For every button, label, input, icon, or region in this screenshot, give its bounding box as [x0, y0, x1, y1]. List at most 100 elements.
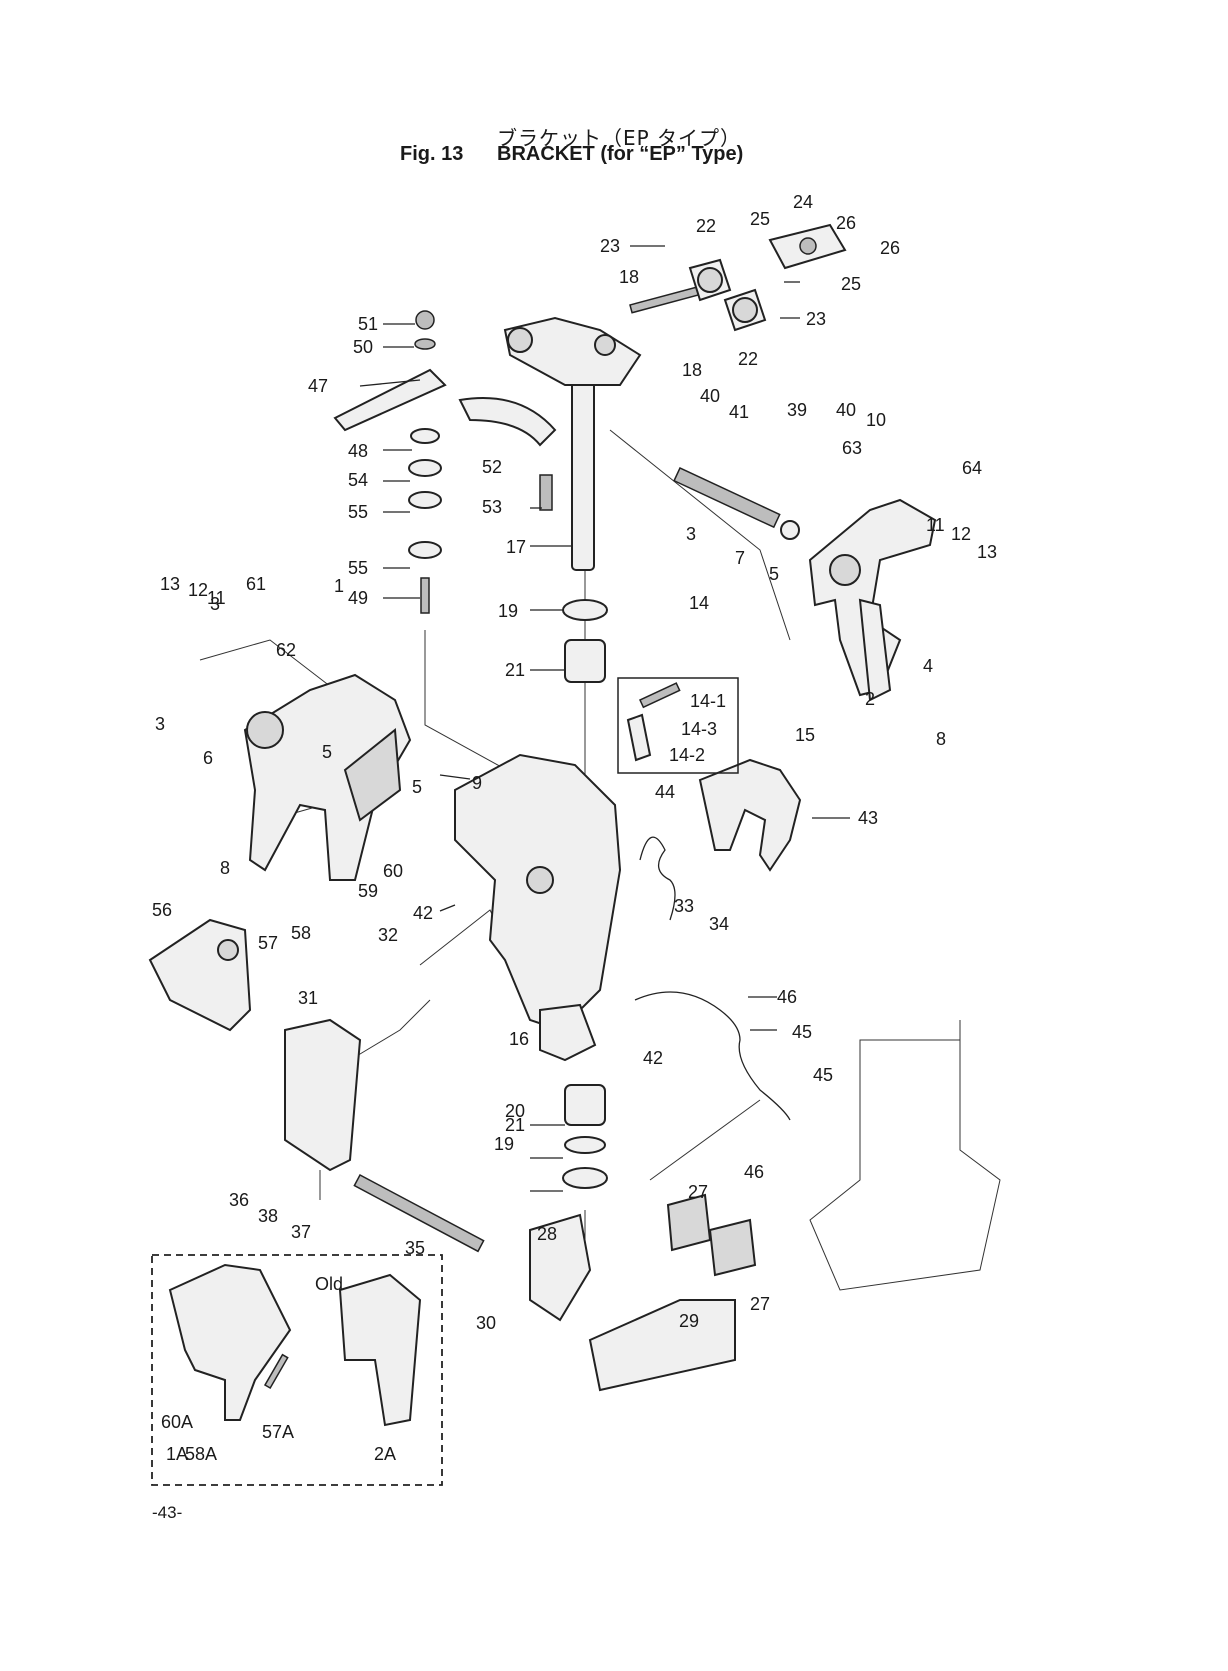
- figure-number: Fig. 13: [400, 143, 464, 165]
- callout: 26: [880, 238, 900, 258]
- clamp-bracket-right: [808, 498, 937, 702]
- stopper-parts-box: [617, 677, 739, 774]
- callout: 35: [405, 1238, 425, 1258]
- callout: 57A: [262, 1422, 294, 1442]
- callout: 18: [619, 267, 639, 287]
- callout: 60A: [161, 1412, 193, 1432]
- callout: 22: [738, 349, 758, 369]
- title-japanese: ブラケット（EP タイプ）: [497, 126, 742, 150]
- callout: 3: [210, 594, 220, 614]
- callout: 13: [977, 542, 997, 562]
- callout: 29: [679, 1311, 699, 1331]
- leader-lines: [359, 245, 850, 1192]
- callout: 14-2: [669, 745, 705, 765]
- swivel-clamp-parts: [688, 223, 847, 332]
- callout: 37: [291, 1222, 311, 1242]
- callout: 25: [841, 274, 861, 294]
- callout: 40: [836, 400, 856, 420]
- callout: 9: [472, 773, 482, 793]
- callout: 46: [744, 1162, 764, 1182]
- callout: 1A: [166, 1444, 188, 1464]
- callout: 3: [155, 714, 165, 734]
- callout: 53: [482, 497, 502, 517]
- steering-shaft: [503, 283, 711, 571]
- tilt-shaft: [673, 467, 800, 540]
- callout: 10: [866, 410, 886, 430]
- callout: 36: [229, 1190, 249, 1210]
- callout: 45: [792, 1022, 812, 1042]
- callout: 14-3: [681, 719, 717, 739]
- callout: 55: [348, 502, 368, 522]
- swivel-bracket: [454, 753, 622, 1062]
- callout: 21: [505, 660, 525, 680]
- callout: 23: [600, 236, 620, 256]
- callout: 20: [505, 1101, 525, 1121]
- callout: 62: [276, 640, 296, 660]
- callout: 32: [378, 925, 398, 945]
- page-number: -43-: [152, 1503, 183, 1522]
- callout: 17: [506, 537, 526, 557]
- ground-cable: [634, 991, 791, 1121]
- anode-parts: [529, 1193, 757, 1392]
- callout: 42: [413, 903, 433, 923]
- callout: 2A: [374, 1444, 396, 1464]
- callout: 57: [258, 933, 278, 953]
- callout: 60: [383, 861, 403, 881]
- callout: 47: [308, 376, 328, 396]
- lower-unit-outline: [809, 1020, 1001, 1291]
- callout: 38: [258, 1206, 278, 1226]
- callout: 40: [700, 386, 720, 406]
- callout: 63: [842, 438, 862, 458]
- callout: 55: [348, 558, 368, 578]
- old-parts: [168, 1263, 422, 1427]
- callout: 22: [696, 216, 716, 236]
- callout: 3: [686, 524, 696, 544]
- callout: 8: [936, 729, 946, 749]
- callout: 33: [674, 896, 694, 916]
- tilt-rod: [353, 1173, 485, 1253]
- callout: 5: [412, 777, 422, 797]
- callout: 12: [951, 524, 971, 544]
- callout: 14-1: [690, 691, 726, 711]
- callout: 39: [787, 400, 807, 420]
- tilt-lever-body: [284, 1018, 362, 1172]
- callout: 11: [207, 588, 226, 608]
- callout: 27: [688, 1182, 708, 1202]
- callout: 18: [682, 360, 702, 380]
- callout: 56: [152, 900, 172, 920]
- callout: 24: [793, 192, 813, 212]
- callout: 31: [298, 988, 318, 1008]
- old-parts-box: [151, 1254, 443, 1486]
- callout: 46: [777, 987, 797, 1007]
- callout: 23: [806, 309, 826, 329]
- callout: 1: [334, 576, 344, 596]
- callout: 58: [291, 923, 311, 943]
- stopper-parts: [626, 682, 681, 762]
- figure-title: BRACKET (for “EP” Type): [497, 143, 744, 165]
- tilt-handle: [148, 918, 252, 1032]
- callout: 27: [750, 1294, 770, 1314]
- callout: 11: [926, 515, 945, 535]
- callout: 2: [865, 689, 875, 709]
- callout: 52: [482, 457, 502, 477]
- callout: 58A: [185, 1444, 217, 1464]
- callout-labels: 1 1A 2 2A 3 3 3 4 5 5 5 6 7 8 8 9 10 11 …: [152, 192, 997, 1464]
- callout: 25: [750, 209, 770, 229]
- callout: 8: [220, 858, 230, 878]
- callout: 54: [348, 470, 368, 490]
- callout: 43: [858, 808, 878, 828]
- callout: 49: [348, 588, 368, 608]
- callout: 19: [494, 1134, 514, 1154]
- callout: 26: [836, 213, 856, 233]
- friction-plate-stack: [333, 310, 557, 614]
- bushings-and-washers: [562, 599, 608, 1189]
- callout: 61: [246, 574, 266, 594]
- callout: 4: [923, 656, 933, 676]
- callout: 30: [476, 1313, 496, 1333]
- callout: 44: [655, 782, 675, 802]
- callout: 13: [160, 574, 180, 594]
- callout: 7: [735, 548, 745, 568]
- callout: 51: [358, 314, 378, 334]
- clamp-bracket-left: [243, 673, 412, 881]
